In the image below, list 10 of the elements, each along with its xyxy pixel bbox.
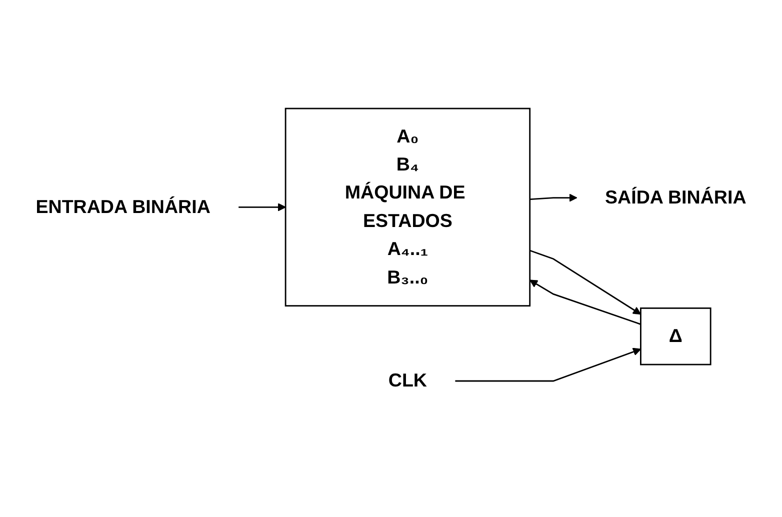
node-text: SAÍDA BINÁRIA	[605, 187, 746, 208]
arrow	[529, 279, 641, 325]
arrow	[238, 202, 286, 211]
arrow	[455, 347, 642, 382]
arrow	[530, 250, 642, 314]
node-text: CLK	[388, 370, 428, 391]
arrow	[530, 193, 578, 202]
node-box: Δ	[640, 307, 712, 365]
node-text: ENTRADA BINÁRIA	[36, 196, 210, 218]
node-box: A₀ B₄ MÁQUINA DE ESTADOS A₄..₁ B₃..₀	[284, 107, 531, 306]
